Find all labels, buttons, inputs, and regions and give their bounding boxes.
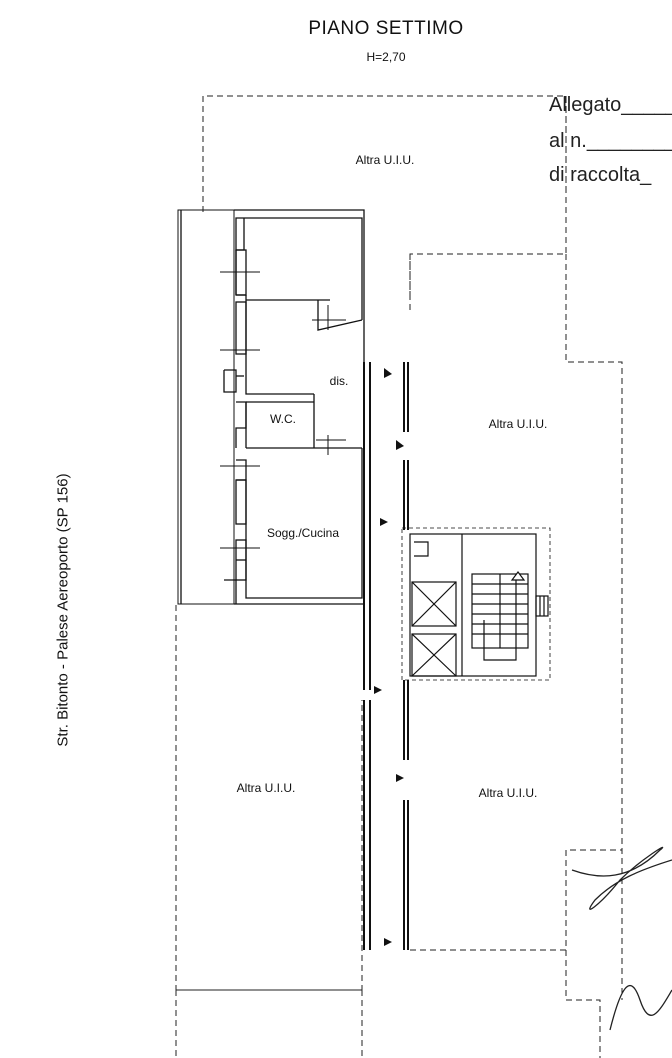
stamp-raccolta: di raccolta_: [549, 164, 652, 186]
boundary-top-unit: [202, 95, 567, 300]
room-label-right-upper-other: Altra U.I.U.: [488, 417, 548, 431]
boundary-right-upper: [565, 254, 623, 1000]
door-symbols: [374, 368, 404, 946]
corridor-walls: [363, 362, 409, 950]
plan-title: PIANO SETTIMO: [308, 18, 464, 39]
stamp-allegato: Allegato_____: [549, 94, 672, 116]
room-label-wc: W.C.: [270, 412, 296, 426]
room-label-left-lower-other: Altra U.I.U.: [236, 781, 296, 795]
apartment-walls: [177, 209, 365, 605]
property-boundaries: [175, 95, 623, 1058]
room-label-top-other: Altra U.I.U.: [355, 153, 415, 167]
lift-1: [411, 581, 457, 627]
signature: [571, 846, 672, 1031]
stair-core: [401, 527, 551, 681]
window-marks: [220, 271, 346, 549]
ceiling-height: H=2,70: [366, 50, 406, 64]
room-label-dis: dis.: [329, 374, 349, 388]
lift-2: [411, 633, 457, 677]
room-label-kitchen: Sogg./Cucina: [266, 526, 340, 540]
boundary-left-lower: [175, 605, 363, 991]
stamp-number: al n.__________: [549, 130, 672, 152]
room-label-right-lower-other: Altra U.I.U.: [478, 786, 538, 800]
boundary-right-mid: [410, 849, 622, 951]
